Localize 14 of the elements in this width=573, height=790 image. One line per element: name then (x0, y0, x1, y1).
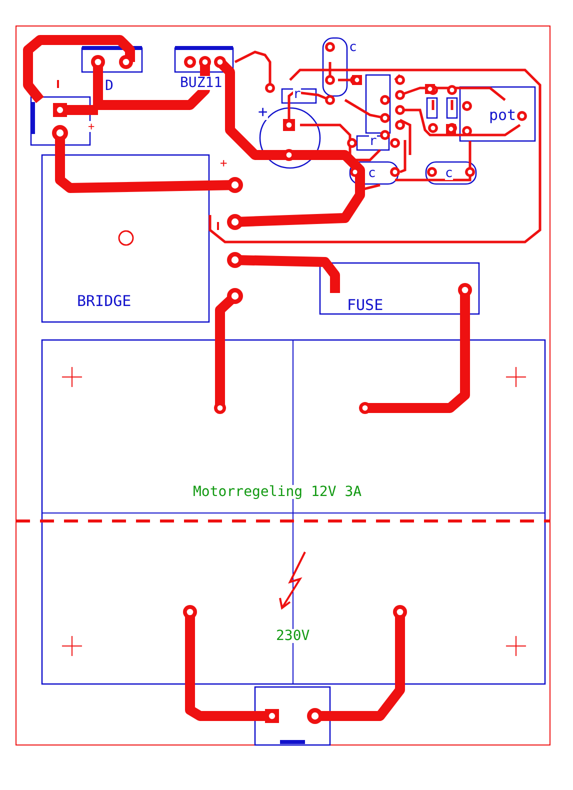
component-label: r (293, 88, 301, 101)
component-label: c (445, 167, 453, 180)
component-label: c (368, 167, 376, 180)
voltage-label: 230V (276, 629, 310, 643)
board-title: Motorregeling 12V 3A (193, 485, 362, 499)
component-label: pot (489, 108, 516, 123)
component-label: FUSE (347, 298, 384, 313)
polarity-mark: + (88, 121, 95, 132)
component-label: r (369, 135, 377, 148)
polarity-mark: + (220, 157, 228, 169)
component-label: c (349, 41, 357, 54)
component-label: BUZ11 (180, 76, 222, 90)
component-label: D (105, 79, 114, 93)
component-label: BRIDGE (77, 294, 132, 309)
